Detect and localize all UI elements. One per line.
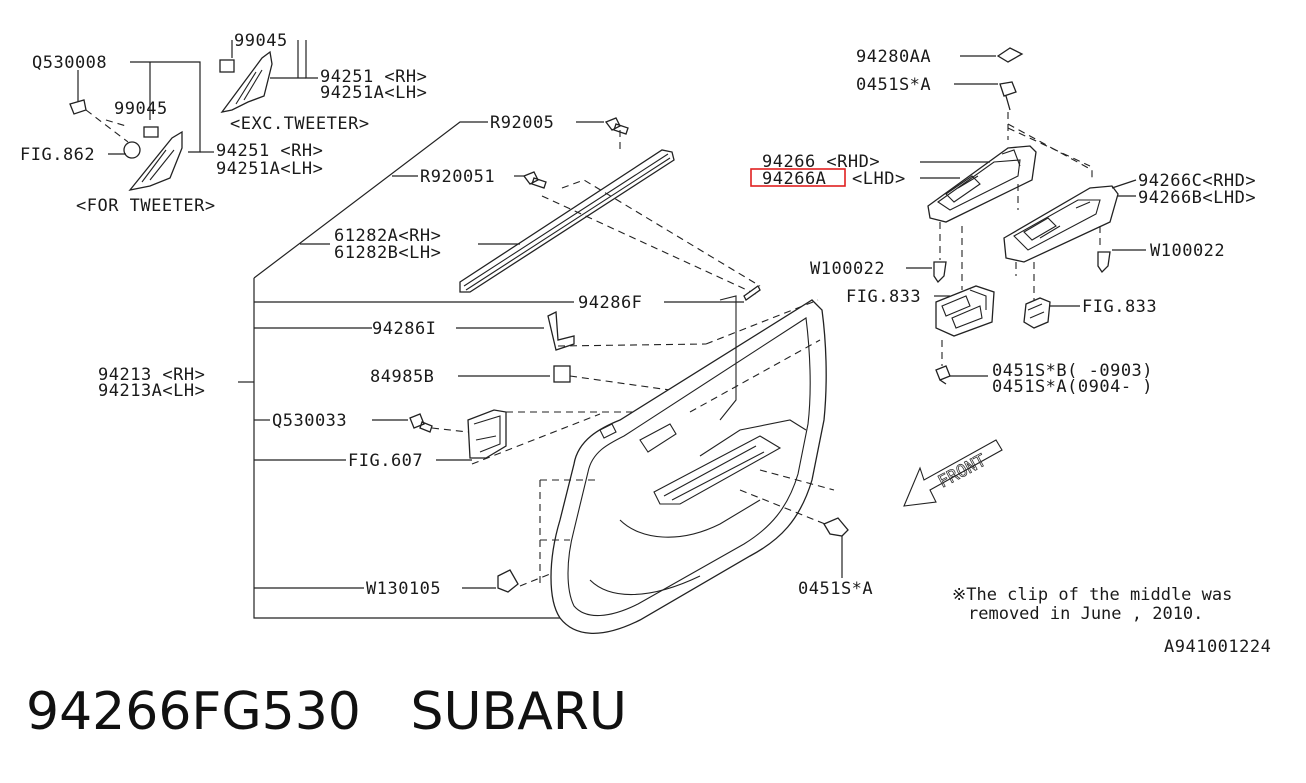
tweeter-part[interactable] <box>123 141 141 159</box>
label-84985b: 84985B <box>370 367 434 387</box>
label-94251-rh-top: 94251 <RH> <box>320 67 427 87</box>
label-99045-top: 99045 <box>234 31 288 51</box>
label-94251a-lh-top: 94251A<LH> <box>320 83 427 103</box>
label-94286f: 94286F <box>578 293 642 313</box>
label-w100022-left: W100022 <box>810 259 885 279</box>
switch-panel-94266c-part[interactable] <box>1003 185 1119 263</box>
label-94213a-lh: 94213A<LH> <box>98 381 205 401</box>
label-94251-rh: 94251 <RH> <box>216 141 323 161</box>
clip-w130105-part[interactable] <box>497 569 519 593</box>
tweeter-cover-for-part[interactable] <box>128 130 183 191</box>
screw-0451s-a-top-part[interactable] <box>999 81 1017 111</box>
label-61282a: 61282A<RH> <box>334 226 441 246</box>
inner-handle-fig607-part[interactable] <box>467 409 507 459</box>
note-line-1: ※The clip of the middle was <box>952 585 1232 605</box>
label-w100022-right: W100022 <box>1150 241 1225 261</box>
label-94266a-lhd: <LHD> <box>852 169 906 189</box>
label-fig833-right: FIG.833 <box>1082 297 1157 317</box>
label-0451s-a-bottom: 0451S*A <box>798 579 873 599</box>
label-94266c-rhd: 94266C<RHD> <box>1138 171 1256 191</box>
cap-94280aa-part[interactable] <box>996 47 1024 63</box>
label-61282b: 61282B<LH> <box>334 243 441 263</box>
label-fig862: FIG.862 <box>20 145 95 165</box>
clip-99045-top-part[interactable] <box>219 59 235 73</box>
label-r92005: R92005 <box>490 113 554 133</box>
screw-q530008-part[interactable] <box>69 99 87 115</box>
label-94266b-lhd: 94266B<LHD> <box>1138 188 1256 208</box>
label-0451s-a-top: 0451S*A <box>856 75 931 95</box>
switch-panel-94266-part[interactable] <box>927 145 1037 223</box>
label-q530008: Q530008 <box>32 53 107 73</box>
screw-0451s-a-bottom-part[interactable] <box>823 517 849 537</box>
label-94266a-code: 94266A <box>762 169 826 189</box>
front-arrow-icon <box>903 439 1003 507</box>
highlight-box <box>750 168 846 187</box>
label-q530033: Q530033 <box>272 411 347 431</box>
label-r920051: R920051 <box>420 167 495 187</box>
screw-0451s-b-part[interactable] <box>935 365 951 385</box>
label-fig833-left: FIG.833 <box>846 287 921 307</box>
clip-84985b-part[interactable] <box>553 365 571 383</box>
label-94266-rhd: 94266 <RHD> <box>762 152 880 172</box>
part-caption: 94266FG530 SUBARU <box>26 682 627 742</box>
clip-w100022-left-part[interactable] <box>933 261 947 284</box>
label-94213-rh: 94213 <RH> <box>98 365 205 385</box>
caption-brand: SUBARU <box>410 682 627 742</box>
door-trim-panel-part[interactable] <box>550 295 827 634</box>
note-line-2: removed in June , 2010. <box>968 604 1203 624</box>
switch-fig833-left-part[interactable] <box>935 285 995 337</box>
clip-99045-mid-part[interactable] <box>143 126 159 138</box>
weatherstrip-61282-part[interactable] <box>459 149 675 293</box>
label-for-tweeter: <FOR TWEETER> <box>76 196 216 216</box>
reference-code: A941001224 <box>1164 637 1271 657</box>
label-exc-tweeter: <EXC.TWEETER> <box>230 114 370 134</box>
strip-94286f-part[interactable] <box>743 285 761 301</box>
label-99045-mid: 99045 <box>114 99 168 119</box>
clip-r920051-part[interactable] <box>522 171 547 189</box>
label-94251a-lh: 94251A<LH> <box>216 159 323 179</box>
switch-fig833-right-part[interactable] <box>1023 297 1051 329</box>
label-0451s-b: 0451S*B( -0903) <box>992 361 1153 381</box>
label-94280aa: 94280AA <box>856 47 931 67</box>
tweeter-cover-group <box>69 50 273 191</box>
clip-w100022-right-part[interactable] <box>1097 251 1111 274</box>
caption-part-number: 94266FG530 <box>26 682 361 742</box>
label-fig607: FIG.607 <box>348 451 423 471</box>
label-0451s-a-range: 0451S*A(0904- ) <box>992 377 1153 397</box>
bracket-94286i-part[interactable] <box>547 310 575 351</box>
screw-q530033-part[interactable] <box>409 413 433 433</box>
label-w130105: W130105 <box>366 579 441 599</box>
tweeter-cover-exc-part[interactable] <box>220 50 273 113</box>
label-94286i: 94286I <box>372 319 436 339</box>
label-front: FRONT <box>935 451 990 493</box>
screw-r92005-part[interactable] <box>604 117 629 135</box>
